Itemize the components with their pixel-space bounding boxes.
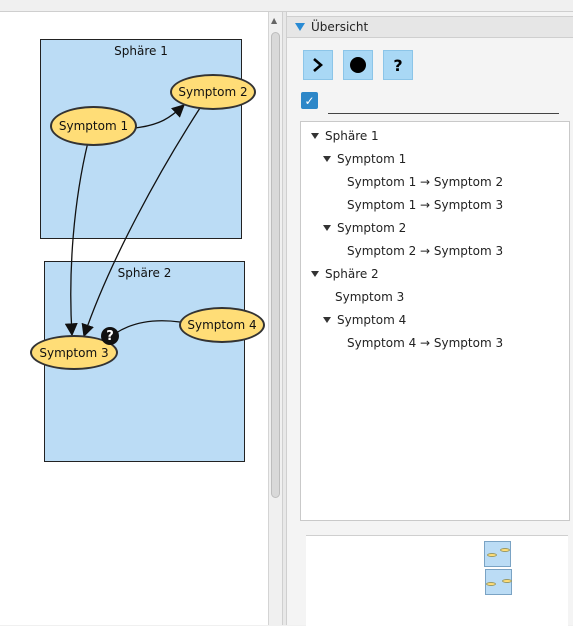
graph-canvas[interactable]: Sphäre 1 Sphäre 2 Symptom 1 Symptom 2 Sy…	[0, 0, 268, 625]
record-button[interactable]	[343, 50, 373, 80]
expand-caret-icon[interactable]	[323, 317, 331, 323]
tree-item-symptom-4[interactable]: Symptom 4	[323, 311, 406, 329]
tree-item-edge-2-3[interactable]: Symptom 2 → Symptom 3	[347, 242, 503, 260]
scroll-up-icon[interactable]: ▲	[271, 16, 278, 25]
filter-checkbox[interactable]: ✓	[301, 92, 318, 109]
tree-item-label: Symptom 1	[337, 152, 407, 166]
tree-item-label: Symptom 2 → Symptom 3	[347, 244, 504, 258]
sphere-1-label: Sphäre 1	[114, 44, 168, 58]
minimap-sphere-2	[485, 569, 512, 595]
tree-item-symptom-1[interactable]: Symptom 1	[323, 150, 406, 168]
tree-item-symptom-2[interactable]: Symptom 2	[323, 219, 406, 237]
top-strip	[0, 0, 573, 12]
minimap-node	[487, 553, 497, 557]
canvas-vertical-scrollbar[interactable]: ▲	[268, 12, 282, 625]
chevron-right-icon	[313, 58, 323, 72]
tree-item-label: Symptom 4	[337, 313, 407, 327]
node-symptom-4[interactable]: Symptom 4	[179, 307, 265, 343]
tree-item-sphaere-1[interactable]: Sphäre 1	[311, 127, 379, 145]
tree-item-edge-4-3[interactable]: Symptom 4 → Symptom 3	[347, 334, 503, 352]
tree-item-label: Symptom 3	[335, 290, 405, 304]
minimap[interactable]	[306, 535, 568, 626]
expand-caret-icon[interactable]	[311, 133, 319, 139]
node-symptom-2[interactable]: Symptom 2	[170, 74, 256, 110]
tree-item-label: Symptom 4 → Symptom 3	[347, 336, 504, 350]
expand-caret-icon[interactable]	[311, 271, 319, 277]
tree-item-label: Sphäre 1	[325, 129, 379, 143]
node-symptom-3-label: Symptom 3	[39, 345, 109, 360]
tree-item-label: Symptom 1 → Symptom 3	[347, 198, 504, 212]
next-button[interactable]	[303, 50, 333, 80]
circle-icon	[350, 57, 366, 73]
overview-header[interactable]: Übersicht	[287, 16, 573, 38]
question-icon: ?	[393, 55, 403, 75]
scroll-thumb[interactable]	[271, 32, 280, 498]
expand-caret-icon[interactable]	[323, 225, 331, 231]
tree-item-edge-1-3[interactable]: Symptom 1 → Symptom 3	[347, 196, 503, 214]
node-symptom-1-label: Symptom 1	[58, 119, 129, 133]
question-badge-icon[interactable]: ?	[101, 327, 119, 345]
minimap-sphere-1	[484, 541, 511, 567]
filter-input[interactable]	[328, 113, 559, 114]
minimap-node	[500, 548, 510, 552]
minimap-node	[486, 582, 496, 586]
tree-item-sphaere-2[interactable]: Sphäre 2	[311, 265, 379, 283]
check-icon: ✓	[304, 93, 315, 108]
overview-tree[interactable]: Sphäre 1 Symptom 1 Symptom 1 → Symptom 2…	[300, 121, 570, 521]
overview-panel: Übersicht ? ✓ Sphäre 1 Symptom 1 Symptom…	[287, 12, 573, 626]
collapse-triangle-icon[interactable]	[295, 23, 305, 31]
node-symptom-1[interactable]: Symptom 1	[50, 106, 137, 146]
tree-item-label: Sphäre 2	[325, 267, 379, 281]
minimap-node	[502, 579, 512, 583]
help-button[interactable]: ?	[383, 50, 413, 80]
expand-caret-icon[interactable]	[323, 156, 331, 162]
tree-item-edge-1-2[interactable]: Symptom 1 → Symptom 2	[347, 173, 503, 191]
overview-title: Übersicht	[311, 20, 369, 34]
node-symptom-4-label: Symptom 4	[187, 318, 257, 332]
tree-item-label: Symptom 1 → Symptom 2	[347, 175, 504, 189]
tree-item-label: Symptom 2	[337, 221, 407, 235]
node-symptom-2-label: Symptom 2	[178, 85, 248, 99]
sphere-2-label: Sphäre 2	[117, 266, 172, 280]
split-divider[interactable]	[282, 12, 287, 625]
tree-item-symptom-3[interactable]: Symptom 3	[335, 288, 404, 306]
